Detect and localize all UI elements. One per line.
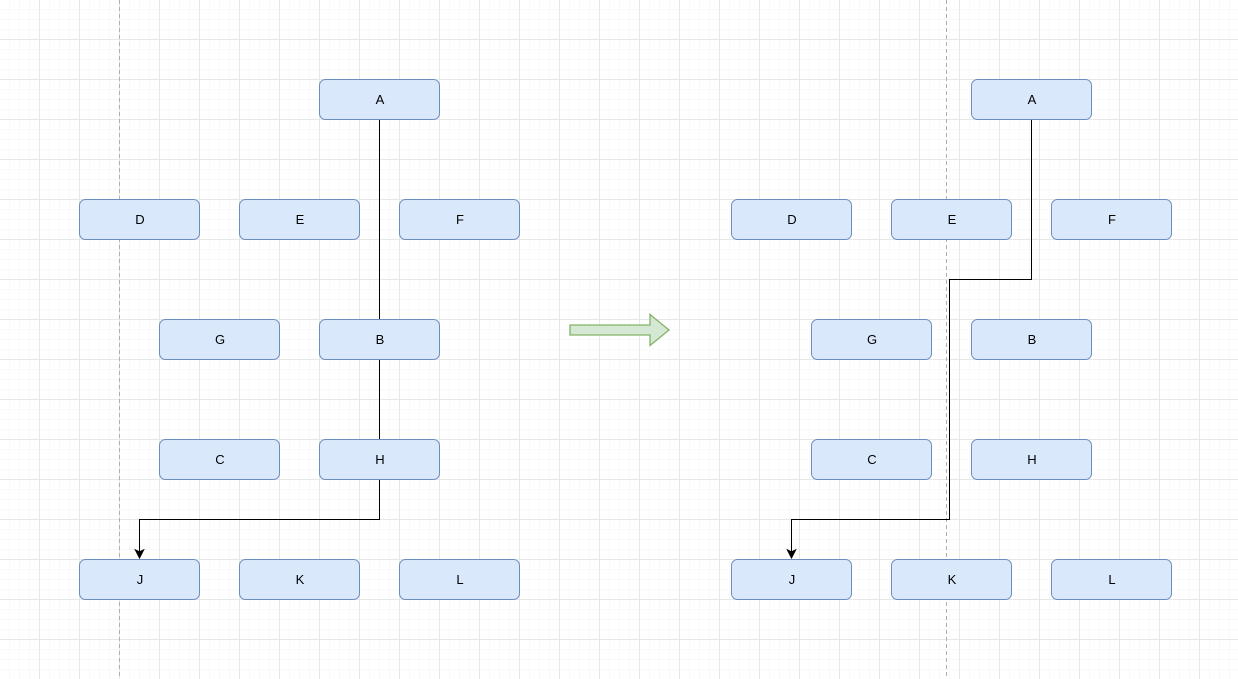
svg-text:K: K <box>296 572 305 587</box>
svg-text:L: L <box>456 572 463 587</box>
svg-text:B: B <box>376 332 385 347</box>
svg-text:B: B <box>1028 332 1037 347</box>
svg-text:C: C <box>215 452 224 467</box>
svg-text:F: F <box>456 212 464 227</box>
svg-text:J: J <box>137 572 144 587</box>
svg-text:H: H <box>375 452 384 467</box>
svg-text:F: F <box>1108 212 1116 227</box>
svg-text:L: L <box>1108 572 1115 587</box>
svg-text:A: A <box>376 92 385 107</box>
svg-text:E: E <box>296 212 305 227</box>
svg-text:K: K <box>948 572 957 587</box>
svg-text:E: E <box>948 212 957 227</box>
svg-text:G: G <box>215 332 225 347</box>
svg-text:A: A <box>1028 92 1037 107</box>
svg-text:D: D <box>135 212 144 227</box>
svg-text:J: J <box>789 572 796 587</box>
svg-text:C: C <box>867 452 876 467</box>
svg-text:G: G <box>867 332 877 347</box>
svg-text:D: D <box>787 212 796 227</box>
svg-text:H: H <box>1027 452 1036 467</box>
